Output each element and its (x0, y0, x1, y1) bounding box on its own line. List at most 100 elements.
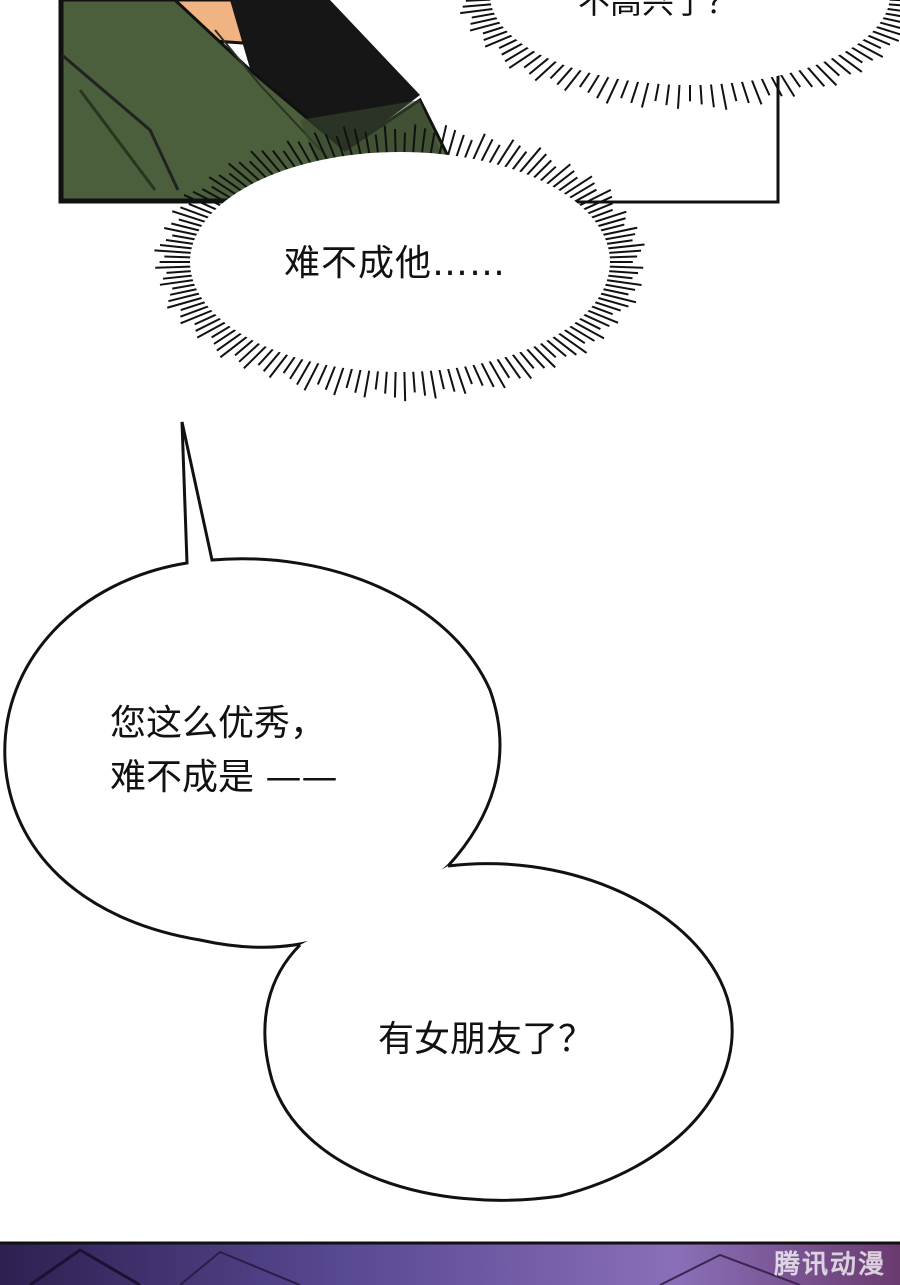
spike-line (534, 58, 560, 82)
spike-line (560, 327, 586, 345)
spike-line (250, 150, 277, 179)
spike-line (883, 7, 900, 12)
spike-line (289, 355, 306, 380)
shout-bubble (190, 152, 610, 372)
spike-line (180, 304, 213, 318)
spike-line (602, 278, 642, 286)
spike-line (227, 162, 257, 188)
spike-line (596, 223, 625, 233)
spike-line (594, 217, 626, 229)
spike-line (261, 150, 284, 176)
spike-line (523, 153, 547, 179)
spike-line (812, 61, 838, 86)
spike-line (516, 348, 535, 369)
spike-line (560, 175, 593, 197)
spike-line (155, 265, 195, 269)
spike-line (166, 269, 195, 274)
spike-line (180, 308, 216, 325)
spike-line (768, 73, 783, 97)
spike-line (171, 210, 209, 224)
spike-line (201, 188, 229, 205)
spike-line (243, 342, 270, 370)
spike-line (420, 367, 427, 396)
spike-line (316, 360, 330, 385)
speech-bubble-2 (263, 862, 734, 1202)
spike-line (219, 333, 251, 359)
spike-line (169, 287, 201, 296)
spike-line (342, 126, 354, 160)
spike-line (211, 185, 234, 201)
shout-bubble-spikes (154, 124, 645, 402)
spike-line (584, 308, 619, 324)
spike-line (446, 364, 456, 392)
spike-line (364, 131, 371, 158)
spike-line (411, 367, 416, 393)
spike-line (166, 295, 206, 309)
spike-line (164, 227, 201, 237)
spike-line (605, 249, 642, 255)
spike-line (575, 316, 601, 330)
spike-line (605, 269, 639, 275)
spike-line (665, 80, 671, 106)
spike-line (630, 77, 641, 104)
spike-line (238, 340, 263, 363)
spike-line (262, 348, 284, 372)
spike-line (584, 202, 613, 216)
spike-line (835, 51, 863, 73)
spike-line (248, 160, 270, 182)
spike-line (872, 24, 900, 36)
caption-top: 不高兴了？ (578, 0, 739, 21)
spike-line (208, 176, 240, 197)
spike-line (604, 274, 633, 280)
spike-line (587, 208, 614, 220)
spike-line (879, 16, 900, 23)
spike-line (393, 367, 397, 398)
spike-line (601, 233, 636, 241)
watermark-logo: 腾讯动漫 (773, 1250, 886, 1280)
spike-line (556, 63, 576, 86)
spike-line (465, 0, 495, 2)
spike-line (454, 134, 465, 161)
spike-line (549, 333, 577, 356)
spike-line (470, 16, 501, 25)
spike-line (469, 20, 504, 32)
spike-line (172, 283, 199, 290)
spike-line (640, 78, 651, 108)
spike-line (502, 145, 522, 171)
spike-line (599, 226, 638, 237)
spike-line (876, 20, 900, 29)
spike-line (429, 366, 437, 399)
spike-line (571, 319, 605, 340)
spike-line (580, 312, 610, 328)
spike-line (446, 129, 457, 160)
spike-line (563, 66, 585, 92)
spike-line (749, 76, 763, 105)
spike-line (411, 124, 417, 157)
spike-line (566, 323, 596, 342)
spike-line (313, 132, 330, 164)
spike-line (795, 66, 814, 88)
shout-text: 难不成他…… (284, 243, 507, 284)
spike-line (384, 367, 389, 394)
spike-line (868, 29, 900, 42)
spike-line (596, 73, 612, 99)
spike-line (238, 161, 263, 184)
spike-line (393, 128, 397, 157)
spike-line (591, 210, 627, 224)
spike-line (483, 29, 512, 41)
spike-line (183, 194, 220, 212)
spike-line (297, 141, 314, 167)
spike-line (523, 345, 546, 369)
spike-line (335, 135, 346, 161)
spike-line (571, 188, 597, 205)
spike-line (353, 128, 363, 159)
spike-line (494, 355, 511, 379)
spike-line (523, 51, 545, 69)
shout-bubble-top (490, 0, 890, 85)
spike-line (778, 71, 796, 98)
spike-line (180, 206, 213, 220)
spike-line (171, 222, 204, 233)
speech-1-line-2: 难不成是 —— (110, 757, 338, 798)
spike-line (324, 133, 338, 162)
spike-line (383, 125, 389, 157)
